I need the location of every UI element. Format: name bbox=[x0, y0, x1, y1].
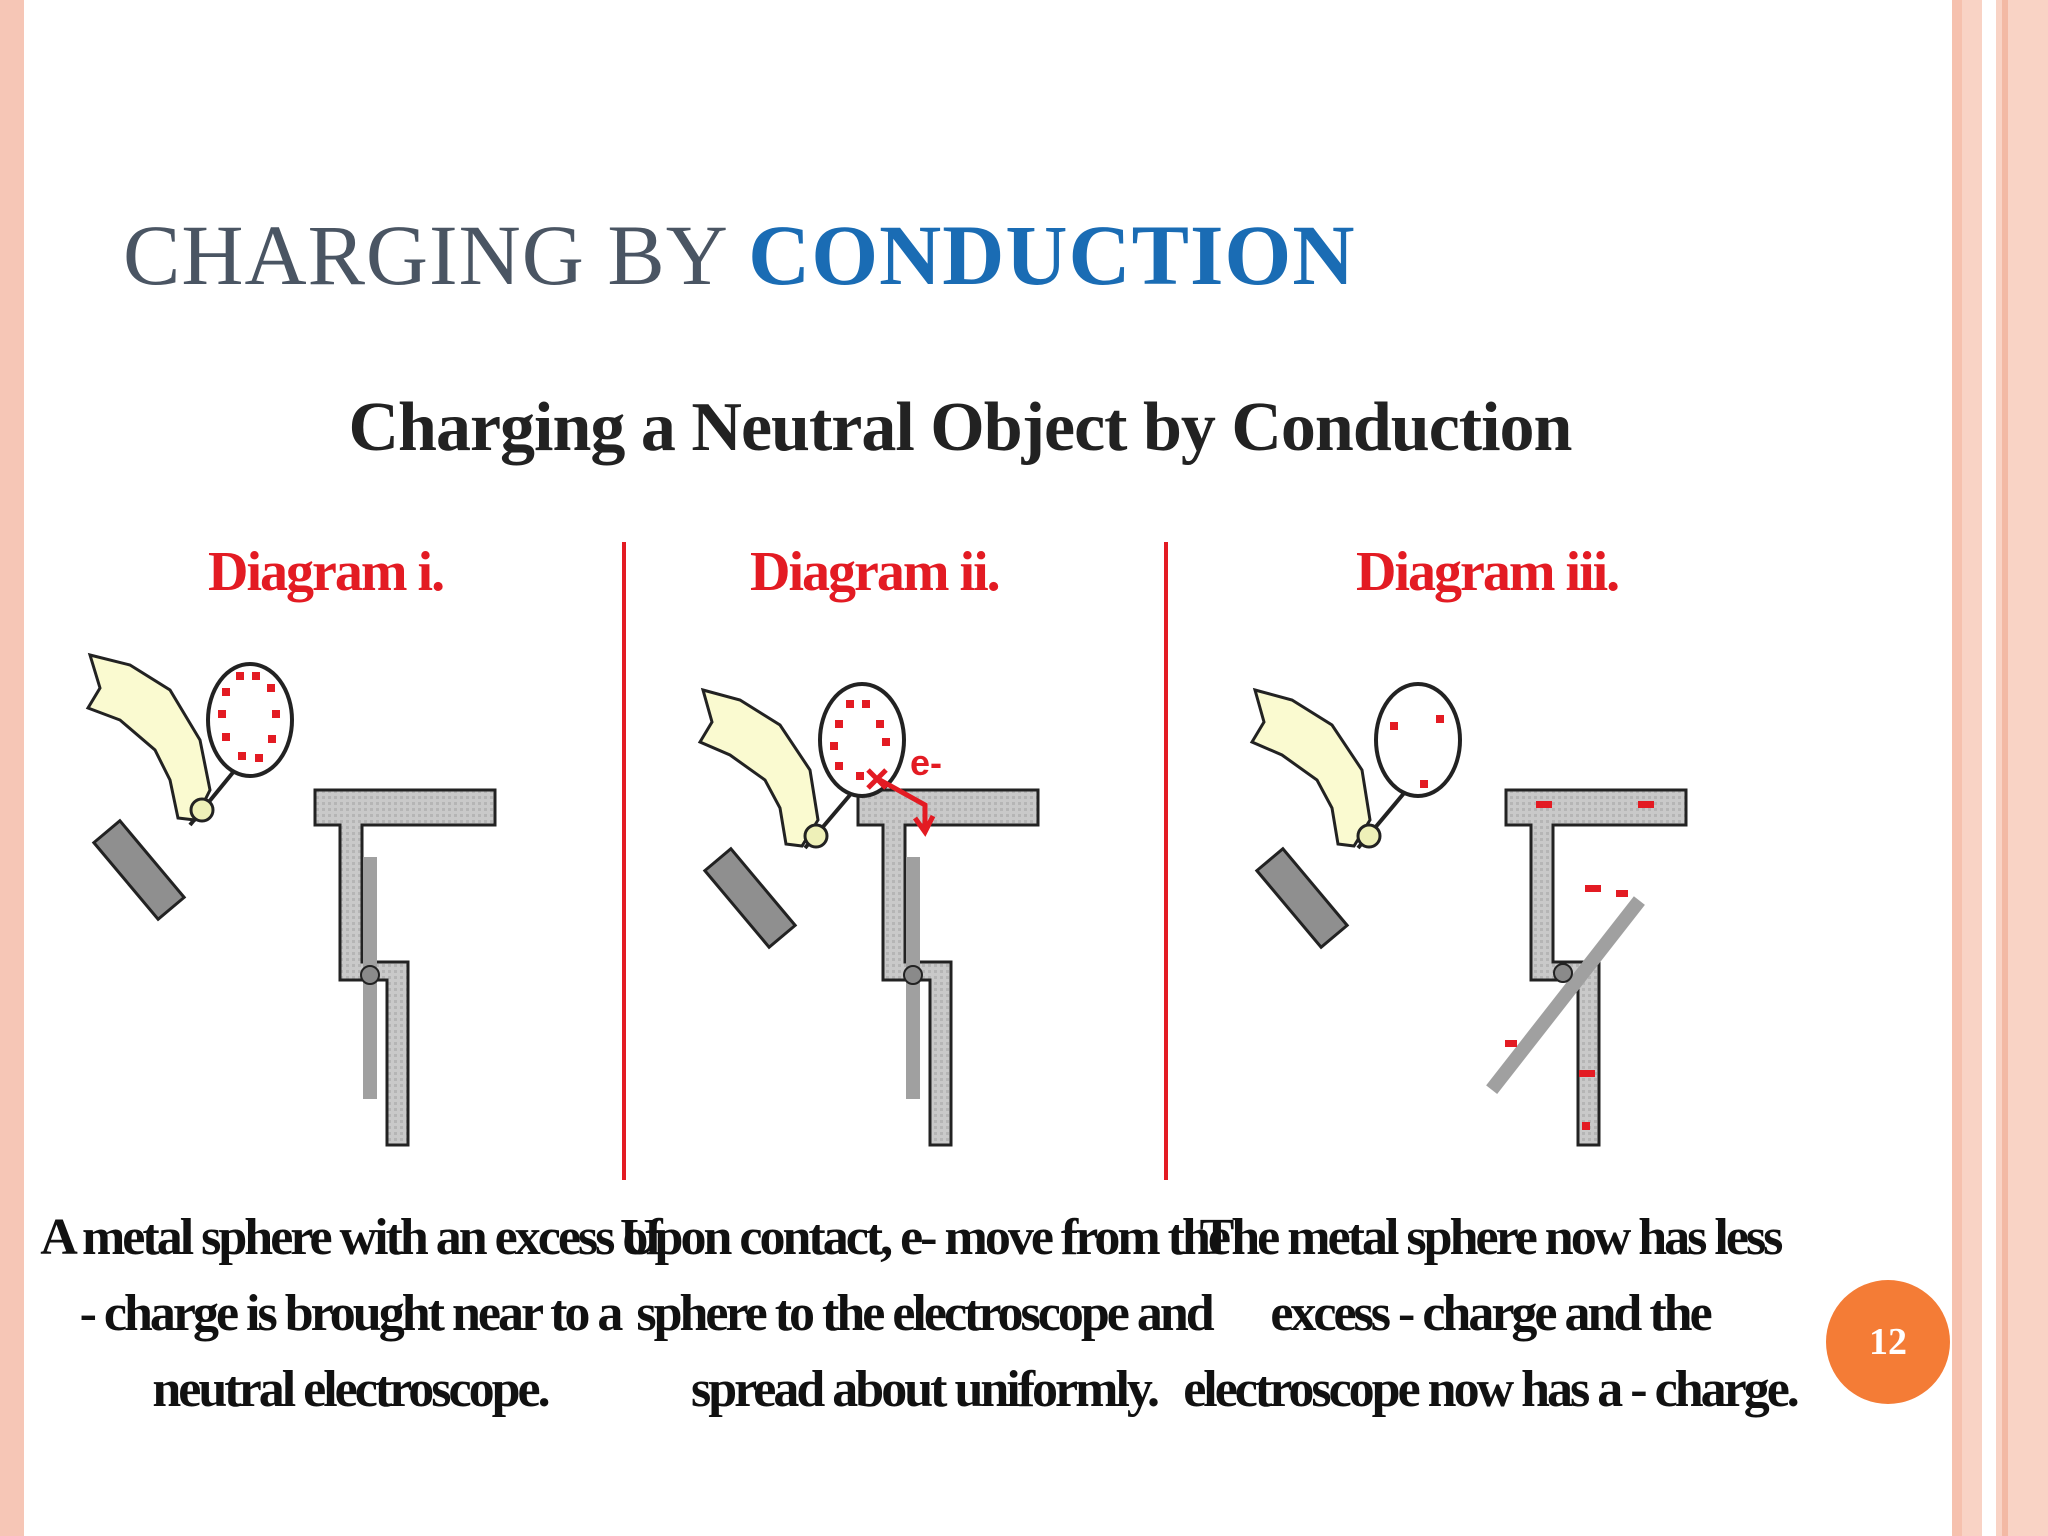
rod-joint bbox=[1356, 823, 1382, 849]
metal-sphere bbox=[1374, 682, 1462, 798]
insulating-handle bbox=[702, 846, 798, 950]
slide-title: CHARGING BY CONDUCTION bbox=[123, 205, 1355, 305]
panel-1-caption: A metal sphere with an excess of - charg… bbox=[40, 1209, 662, 1418]
slide-title-plain: CHARGING BY bbox=[123, 207, 749, 303]
slide-frame-right-gap bbox=[1982, 0, 1996, 1536]
slide-frame-right-line bbox=[1952, 0, 1962, 1536]
electroscope-charges bbox=[1505, 801, 1654, 1130]
rod-joint bbox=[803, 823, 829, 849]
conduction-diagrams: e- bbox=[85, 652, 1688, 1147]
figure-title: Charging a Neutral Object by Conduction bbox=[348, 389, 1573, 466]
electroscope bbox=[856, 788, 1040, 1147]
panel-divider bbox=[1164, 542, 1168, 1180]
sphere-charges bbox=[1390, 715, 1444, 788]
metal-sphere bbox=[206, 662, 294, 778]
conduction-figure: Charging a Neutral Object by Conduction … bbox=[40, 370, 1920, 1510]
panel-3-scene bbox=[1249, 682, 1688, 1147]
panel-3-caption: The metal sphere now has less excess - c… bbox=[1183, 1209, 1800, 1418]
panel-2-caption: Upon contact, e- move from the sphere to… bbox=[620, 1209, 1231, 1418]
sphere-charges bbox=[218, 672, 280, 762]
slide-frame-left bbox=[0, 0, 24, 1536]
sphere-charges bbox=[830, 700, 890, 780]
slide-frame-right-line bbox=[2002, 0, 2008, 1536]
panel-2-label: Diagram ii. bbox=[750, 541, 1001, 603]
panel-3-label: Diagram iii. bbox=[1356, 541, 1620, 603]
electron-flow-arrow bbox=[866, 768, 936, 837]
panel-1-label: Diagram i. bbox=[208, 541, 445, 603]
hand-icon bbox=[697, 687, 820, 848]
hand-icon bbox=[85, 652, 212, 822]
page-number-badge: 12 bbox=[1826, 1280, 1950, 1404]
electroscope bbox=[1504, 788, 1688, 1147]
electroscope-leaf bbox=[1486, 896, 1645, 1094]
insulating-handle bbox=[91, 818, 187, 922]
hand-icon bbox=[1249, 687, 1372, 848]
panel-divider bbox=[622, 542, 626, 1180]
panel-1-scene bbox=[85, 652, 497, 1147]
panel-2-scene: e- bbox=[697, 682, 1040, 1147]
insulating-handle bbox=[1254, 846, 1350, 950]
electroscope bbox=[313, 788, 497, 1147]
electron-label: e- bbox=[910, 742, 942, 783]
rod-joint bbox=[189, 797, 215, 823]
slide-title-accent: CONDUCTION bbox=[748, 207, 1356, 303]
